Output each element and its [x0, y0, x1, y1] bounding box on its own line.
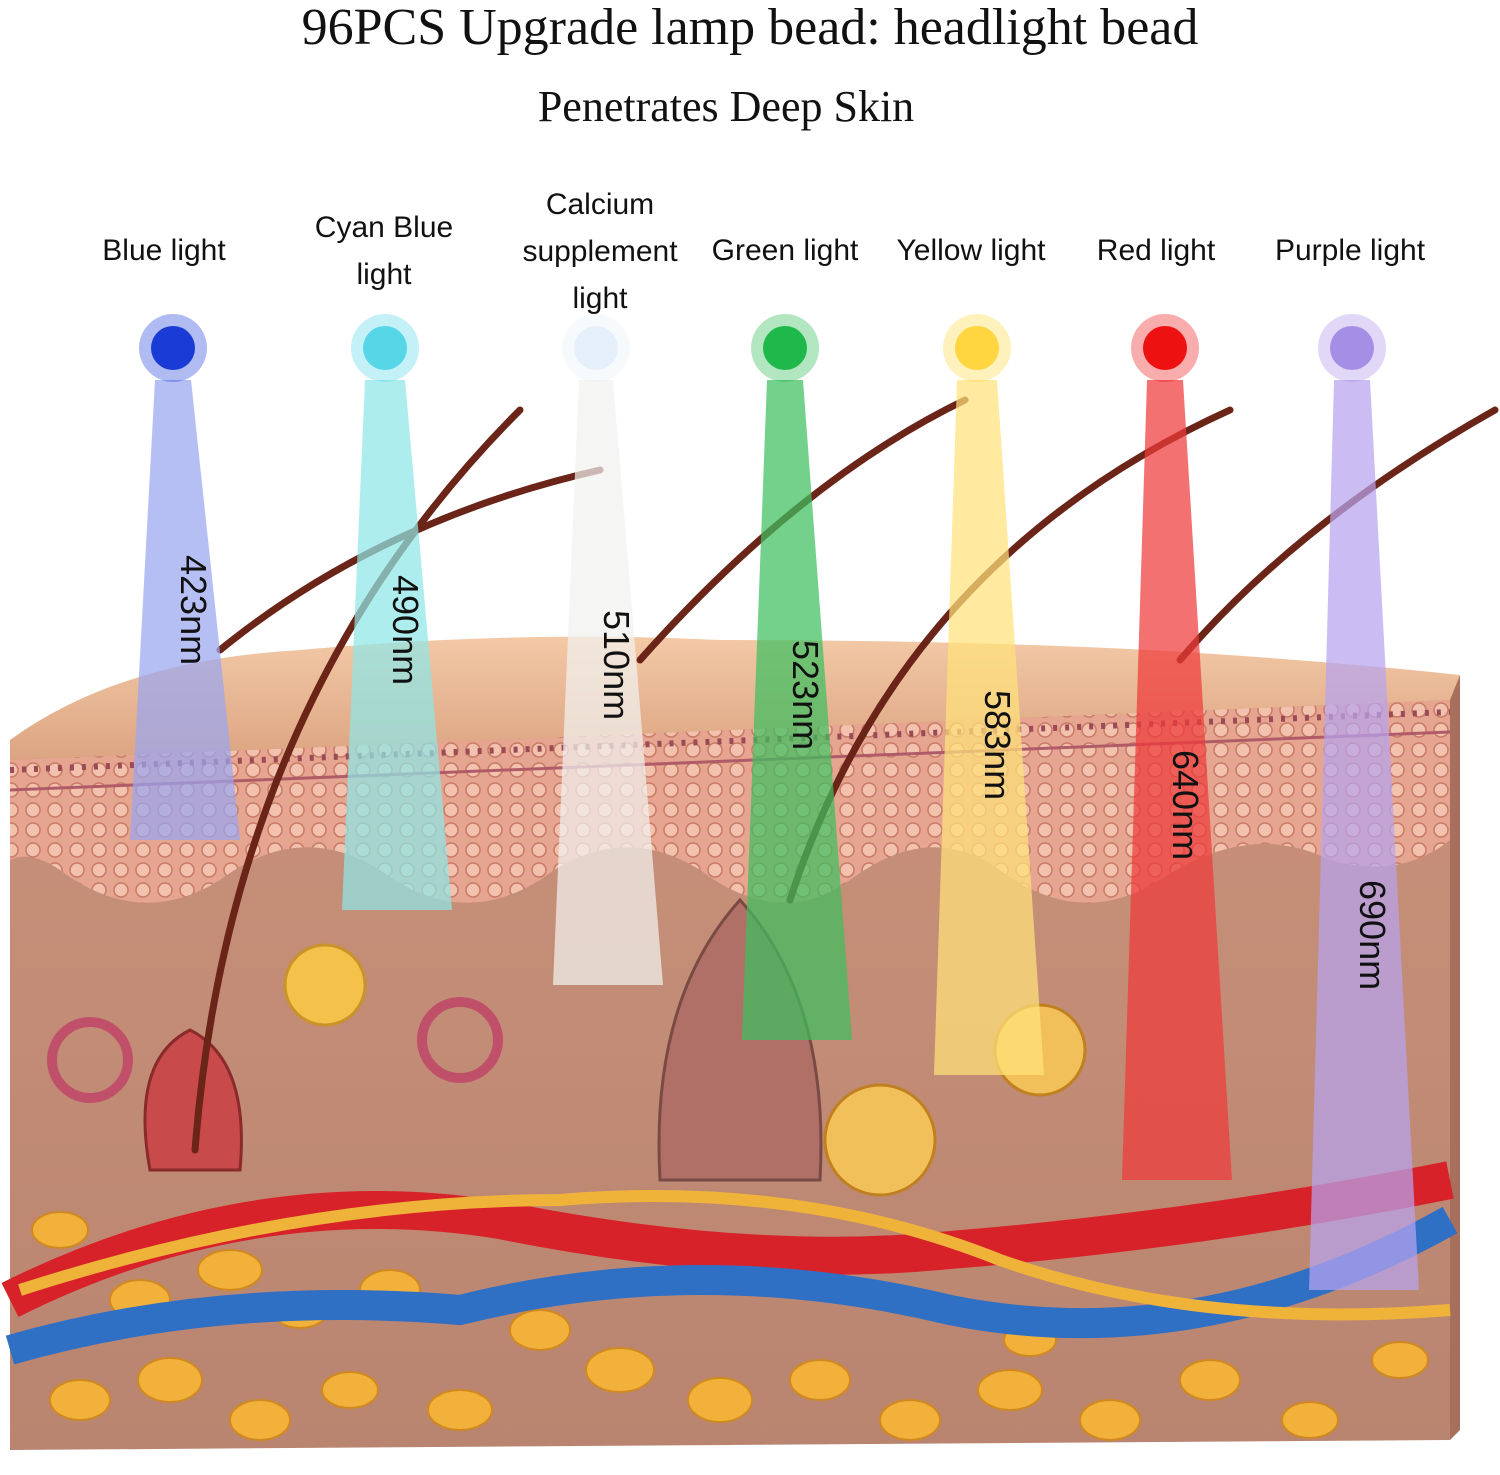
- wavelength-label: 510nm: [596, 610, 637, 720]
- red-light-label: Red light: [1096, 234, 1216, 267]
- beam-cone: [130, 380, 240, 840]
- light-beam-4: 523nm: [742, 314, 852, 1040]
- cyan-blue-light-label: Cyan Blue light: [314, 211, 454, 291]
- wavelength-label: 423nm: [173, 555, 214, 665]
- wavelength-label: 523nm: [785, 640, 826, 750]
- yellow-light-label: Yellow light: [896, 234, 1046, 267]
- lamp-bead: [1330, 326, 1374, 370]
- lamp-bead: [574, 326, 618, 370]
- wavelength-label: 690nm: [1352, 880, 1393, 990]
- page-title: 96PCS Upgrade lamp bead: headlight bead: [301, 0, 1199, 56]
- light-beam-6: 640nm: [1122, 314, 1232, 1180]
- light-beam-2: 490nm: [342, 314, 452, 910]
- lamp-bead: [1143, 326, 1187, 370]
- lamp-bead: [955, 326, 999, 370]
- light-beams: 423nm 490nm 510nm 523nm 583nm 640nm 690nm: [130, 314, 1419, 1290]
- green-light-label: Green light: [711, 234, 859, 267]
- light-beam-7: 690nm: [1309, 314, 1419, 1290]
- blue-light-label: Blue light: [102, 234, 226, 267]
- purple-light-label: Purple light: [1274, 234, 1426, 267]
- lamp-bead: [363, 326, 407, 370]
- beam-cone: [742, 380, 852, 1040]
- wavelength-label: 640nm: [1165, 750, 1206, 860]
- wavelength-label: 583nm: [977, 690, 1018, 800]
- light-beam-1: 423nm: [130, 314, 240, 840]
- beam-cone: [342, 380, 452, 910]
- wavelength-label: 490nm: [385, 575, 426, 685]
- light-beam-5: 583nm: [934, 314, 1044, 1075]
- blood-vessels: [1, 1161, 1458, 1365]
- lamp-bead: [151, 326, 195, 370]
- calcium-supplement-light-label: Calcium supplement light: [522, 188, 678, 315]
- beam-cone: [1122, 380, 1232, 1180]
- beam-cone: [553, 380, 663, 985]
- beam-cone: [934, 380, 1044, 1075]
- lamp-bead: [763, 326, 807, 370]
- beam-cone: [1309, 380, 1419, 1290]
- page-subtitle: Penetrates Deep Skin: [537, 82, 915, 131]
- light-beam-3: 510nm: [553, 314, 663, 985]
